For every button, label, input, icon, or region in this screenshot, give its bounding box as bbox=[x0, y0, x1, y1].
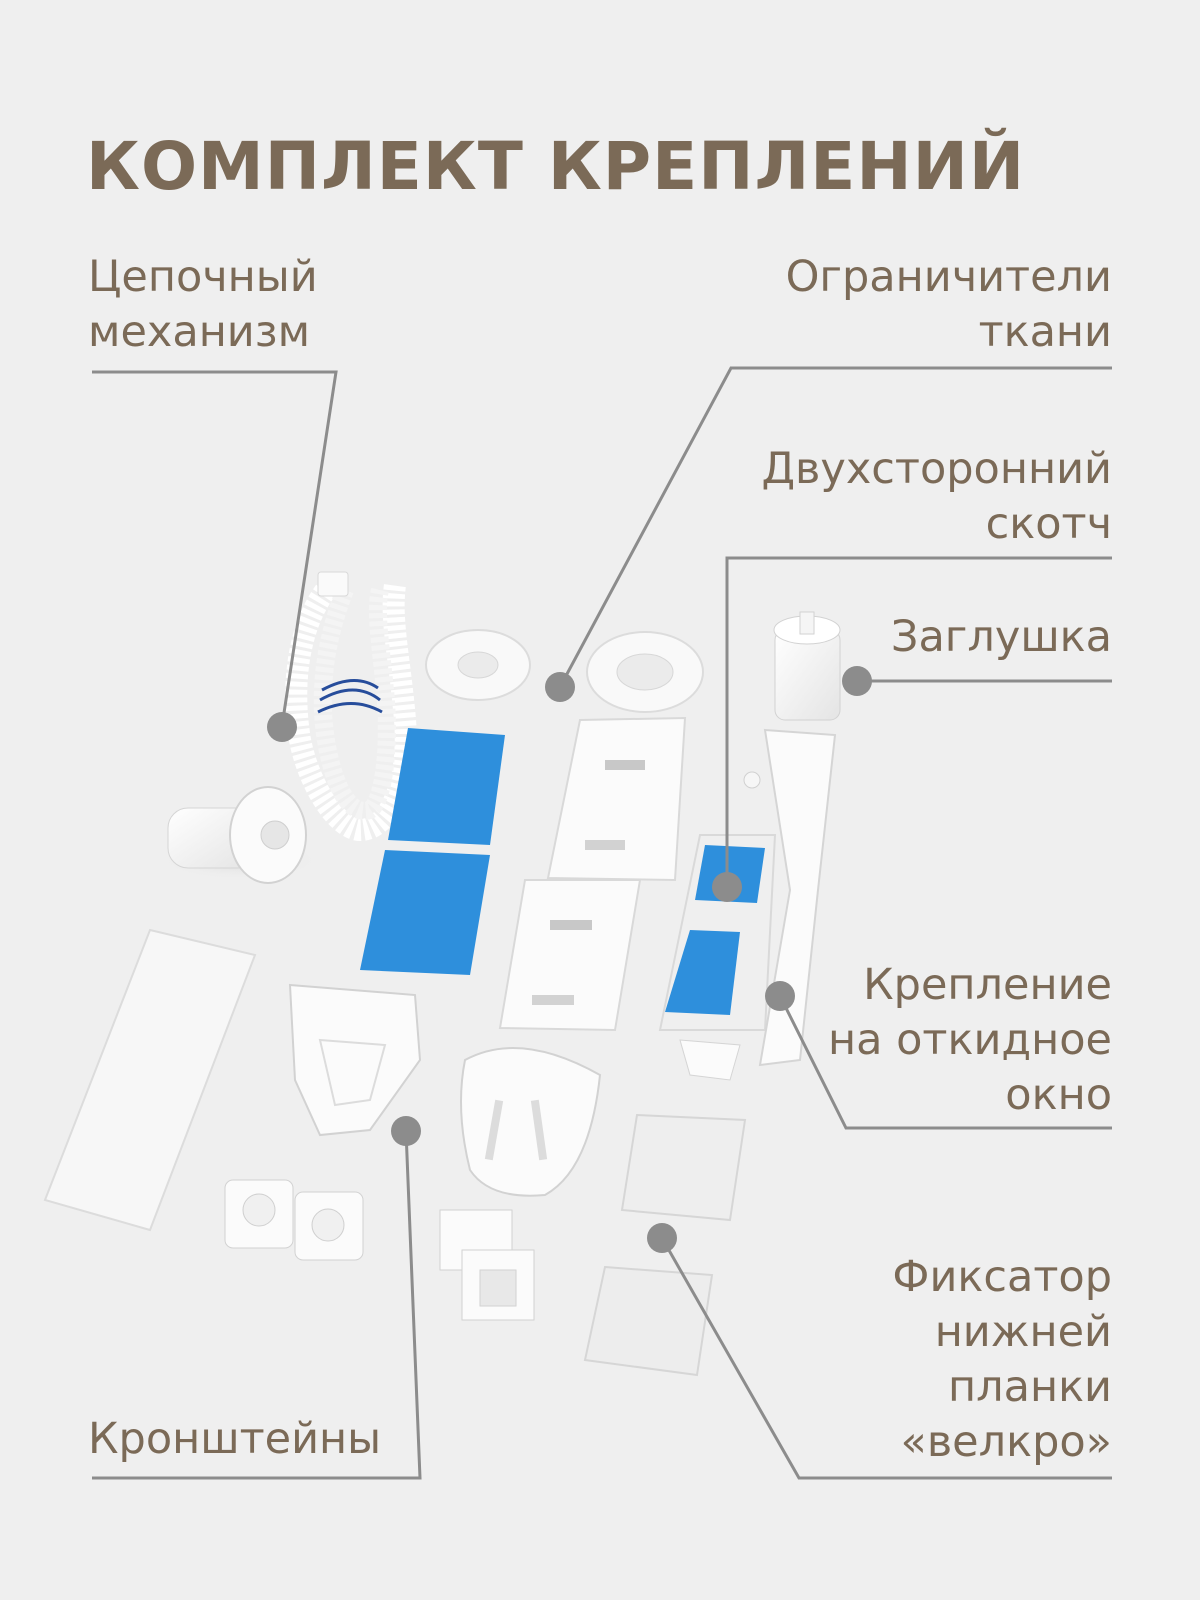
leader-line-limiters bbox=[558, 366, 1112, 688]
label-line: Ограничители bbox=[785, 252, 1112, 302]
callout-dot-tape bbox=[712, 872, 742, 902]
label-line: ткани bbox=[978, 307, 1112, 357]
label-fabric-limiters: Ограничители ткани bbox=[786, 250, 1112, 360]
label-line: планки bbox=[948, 1362, 1112, 1412]
label-double-sided-tape: Двухсторонний скотч bbox=[761, 442, 1112, 552]
label-line: Фиксатор bbox=[892, 1252, 1112, 1302]
callout-dot-limiters bbox=[545, 672, 575, 702]
leader-line-velcro bbox=[660, 1237, 1112, 1480]
label-line: Крепление bbox=[863, 960, 1112, 1010]
callout-dot-tilt-mount bbox=[765, 981, 795, 1011]
label-line: механизм bbox=[88, 307, 311, 357]
callout-dots bbox=[267, 666, 872, 1253]
label-chain-mechanism: Цепочный механизм bbox=[88, 250, 318, 360]
label-line: скотч bbox=[985, 499, 1112, 549]
tilt-window-mount-part bbox=[679, 728, 837, 1081]
leader-line-brackets bbox=[92, 1130, 422, 1480]
callout-dot-brackets bbox=[391, 1116, 421, 1146]
label-line: Заглушка bbox=[890, 612, 1112, 662]
leader-lines bbox=[92, 366, 1112, 1480]
label-tilt-window-mount: Крепление на откидное окно bbox=[828, 958, 1112, 1123]
callout-dot-chain bbox=[267, 712, 297, 742]
velcro-strips-part bbox=[43, 928, 747, 1377]
brackets-part bbox=[224, 983, 602, 1321]
label-line: нижней bbox=[934, 1307, 1112, 1357]
leader-line-chain bbox=[92, 370, 338, 727]
callout-dot-velcro bbox=[647, 1223, 677, 1253]
label-line: окно bbox=[1005, 1070, 1112, 1120]
fabric-limiters-part bbox=[425, 629, 704, 713]
mounting-plates-part bbox=[498, 716, 777, 1032]
label-line: Цепочный bbox=[88, 252, 318, 302]
label-velcro-fixer: Фиксатор нижней планки «велкро» bbox=[892, 1250, 1112, 1470]
end-cap-part bbox=[773, 611, 841, 721]
leader-line-tilt-mount bbox=[778, 995, 1112, 1130]
callout-dot-end-cap bbox=[842, 666, 872, 696]
leader-line-tape bbox=[725, 556, 1112, 887]
page-title: КОМПЛЕКТ КРЕПЛЕНИЙ bbox=[86, 128, 1026, 205]
label-line: «велкро» bbox=[900, 1417, 1112, 1467]
label-line: Кронштейны bbox=[88, 1414, 382, 1464]
label-line: Двухсторонний bbox=[761, 444, 1112, 494]
label-end-cap: Заглушка bbox=[891, 610, 1112, 665]
label-brackets: Кронштейны bbox=[88, 1412, 381, 1467]
chain-mechanism-part bbox=[160, 571, 417, 884]
label-line: на откидное bbox=[827, 1015, 1112, 1065]
